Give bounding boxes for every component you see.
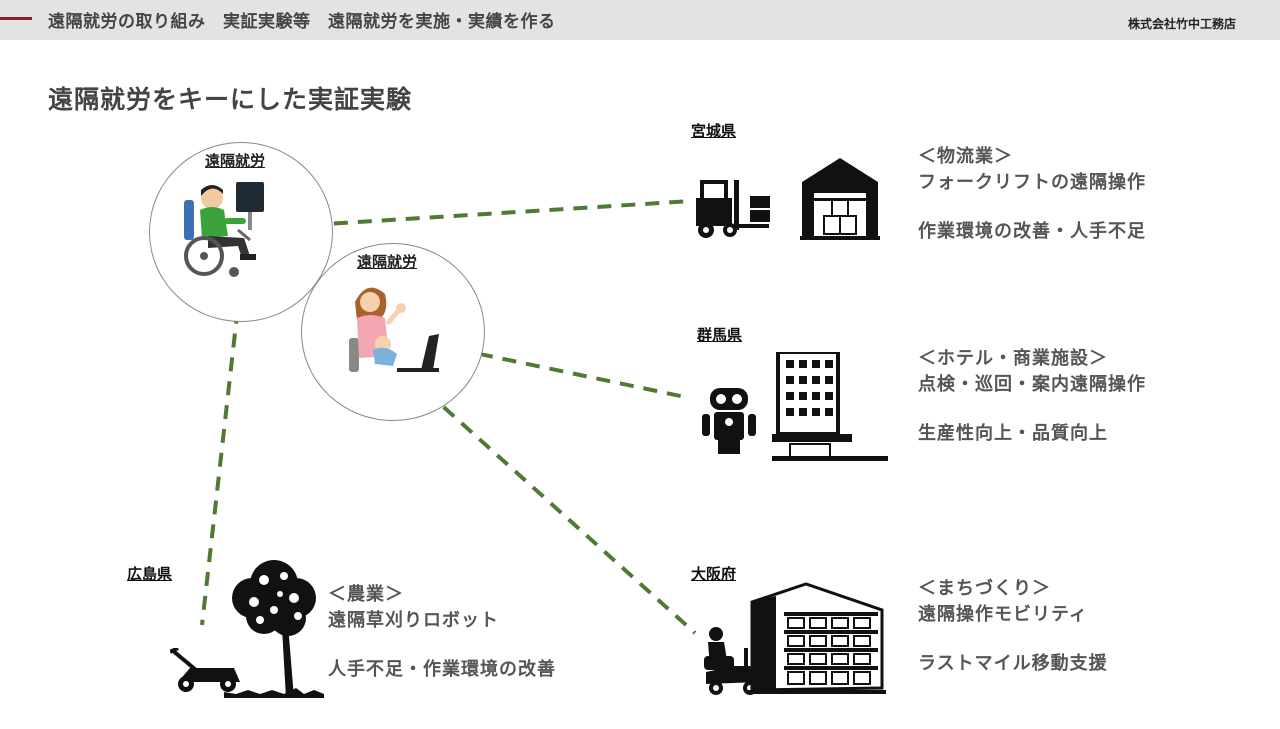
worker-label-wheelchair: 遠隔就労 — [205, 152, 266, 170]
tree-icon — [224, 560, 324, 698]
worker-circle-mother — [301, 243, 485, 421]
connector-osaka — [406, 373, 697, 635]
prefecture-osaka: 大阪府 — [691, 565, 737, 583]
site-category-gunma: ＜ホテル・商業施設＞ — [918, 348, 1108, 369]
site-category-miyagi: ＜物流業＞ — [918, 146, 1013, 167]
site-benefit-miyagi: 作業環境の改善・人手不足 — [918, 221, 1146, 242]
site-benefit-osaka: ラストマイル移動支援 — [918, 653, 1108, 674]
mobility-scooter-icon — [704, 627, 760, 695]
site-category-osaka: ＜まちづくり＞ — [918, 578, 1051, 599]
site-description-gunma: ＜ホテル・商業施設＞ 点検・巡回・案内遠隔操作 生産性向上・品質向上 — [918, 346, 1146, 447]
site-task-gunma: 点検・巡回・案内遠隔操作 — [918, 374, 1146, 395]
building-icon — [772, 352, 888, 461]
site-category-hiroshima: ＜農業＞ — [328, 584, 404, 605]
connector-hiroshima — [200, 261, 245, 626]
site-task-osaka: 遠隔操作モビリティ — [918, 604, 1088, 625]
site-description-hiroshima: ＜農業＞ 遠隔草刈りロボット 人手不足・作業環境の改善 — [328, 582, 556, 683]
header-heading: 遠隔就労の取り組み 実証実験等 遠隔就労を実施・実績を作る — [48, 12, 556, 32]
wheelchair-worker-icon — [184, 182, 264, 277]
mother-with-baby-worker-icon — [349, 287, 439, 372]
site-description-osaka: ＜まちづくり＞ 遠隔操作モビリティ ラストマイル移動支援 — [918, 576, 1108, 677]
warehouse-icon — [800, 158, 880, 240]
slide-title: 遠隔就労をキーにした実証実験 — [48, 85, 413, 114]
company-name: 株式会社竹中工務店 — [1127, 17, 1236, 31]
site-benefit-hiroshima: 人手不足・作業環境の改善 — [328, 659, 556, 680]
robot-icon — [702, 388, 756, 454]
header-accent — [0, 17, 32, 20]
prefecture-miyagi: 宮城県 — [691, 122, 737, 140]
prefecture-hiroshima: 広島県 — [127, 565, 173, 583]
apartment-icon — [748, 582, 886, 694]
site-task-hiroshima: 遠隔草刈りロボット — [328, 610, 499, 631]
site-description-miyagi: ＜物流業＞ フォークリフトの遠隔操作 作業環境の改善・人手不足 — [918, 144, 1146, 245]
forklift-icon — [696, 180, 770, 238]
lawn-mower-icon — [170, 648, 240, 692]
prefecture-gunma: 群馬県 — [697, 326, 743, 344]
header-bar: 遠隔就労の取り組み 実証実験等 遠隔就労を実施・実績を作る 株式会社竹中工務店 — [0, 0, 1280, 40]
connector-gunma — [431, 342, 691, 400]
site-task-miyagi: フォークリフトの遠隔操作 — [918, 172, 1146, 193]
site-benefit-gunma: 生産性向上・品質向上 — [918, 423, 1108, 444]
worker-label-mother: 遠隔就労 — [357, 253, 418, 271]
